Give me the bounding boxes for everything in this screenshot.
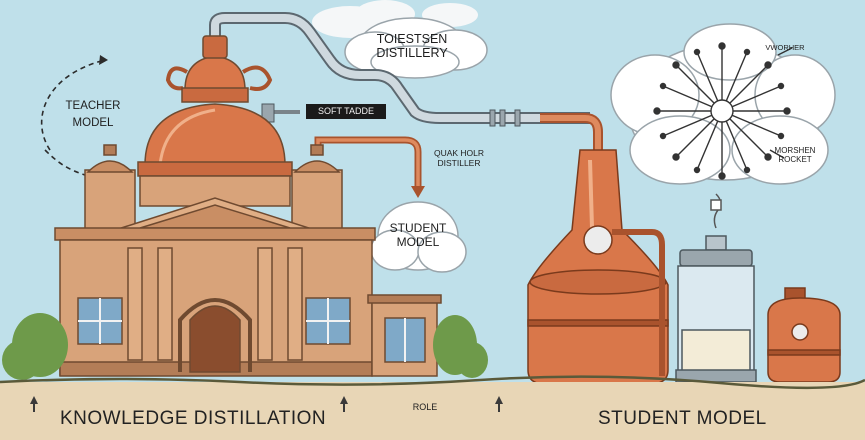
vworker-label: VWORHER — [760, 44, 810, 53]
distiller-caption: QUAK HOLR DISTILLER — [418, 149, 500, 169]
student-model-footer: STUDENT MODEL — [598, 408, 767, 430]
knowledge-distillation-footer: KNOWLEDGE DISTILLATION — [60, 408, 326, 430]
student-model-bubble: STUDENT MODEL — [380, 222, 456, 250]
small-copper-tank — [768, 288, 840, 382]
role-label: ROLE — [405, 402, 445, 412]
teacher-model-label: TEACHER MODEL — [58, 98, 128, 133]
soft-tag-label: SOFT TADDE — [306, 104, 386, 119]
glass-tank — [676, 236, 756, 382]
distillery-cloud-title: TOIESTSEN DISTILLERY — [362, 32, 462, 61]
pipe-joints — [490, 110, 520, 126]
morshen-rocket-label: MORSHEN ROCKET — [766, 146, 824, 164]
